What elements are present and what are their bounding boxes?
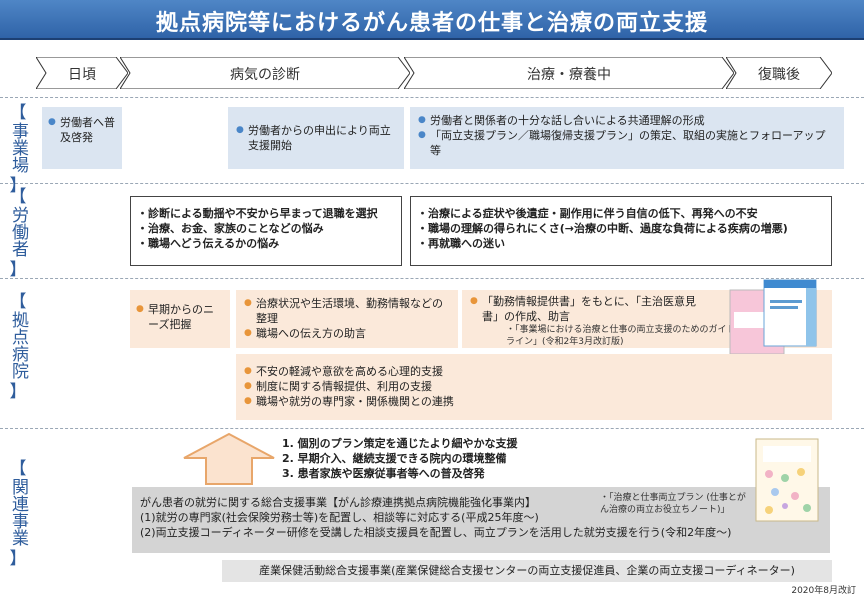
row-label-worker: 【労働者】 xyxy=(8,187,28,280)
worker-concern-item: ・診断による動揺や不安から早まって退職を選択 xyxy=(137,207,378,220)
hospital-support-item: 職場や就労の専門家・関係機関との連携 xyxy=(244,394,824,409)
hospital-organize-item: 職場への伝え方の助言 xyxy=(244,326,450,341)
up-arrow-icon xyxy=(183,432,275,485)
phase-diagnosis: 病気の診断 xyxy=(120,57,410,89)
row-label-employer: 【事業場】 xyxy=(8,103,28,196)
guideline-note: ・「事業場における治療と仕事の両立支援のためのガイドライン」(令和2年3月改訂版… xyxy=(506,325,736,347)
related-goals-list: 1. 個別のプラン策定を通じたより細やかな支援 2. 早期介入、継続支援できる院… xyxy=(282,436,602,484)
row-label-text: 労働者 xyxy=(8,206,28,257)
employer-plan-item: 「両立支援プラン／職場復帰支援プラン」の策定、取組の実施とフォローアップ等 xyxy=(418,128,836,158)
employer-plan-item: 労働者と関係者の十分な話し合いによる共通理解の形成 xyxy=(418,113,836,128)
phase-arrow-shape xyxy=(120,57,410,89)
title-bar: 拠点病院等におけるがん患者の仕事と治療の両立支援 xyxy=(0,0,864,40)
hospital-organize-item: 治療状況や生活環境、勤務情報などの整理 xyxy=(244,296,450,326)
worker-concern-item: ・再就職への迷い xyxy=(417,237,505,250)
worker-concern-item: ・治療、お金、家族のことなどの悩み xyxy=(137,222,324,235)
row-label-text: 事業場 xyxy=(8,122,28,173)
hospital-documents-text: 「勤務情報提供書」をもとに、「主治医意見書」の作成、助言 xyxy=(470,294,700,324)
phase-label: 治療・療養中 xyxy=(527,67,611,83)
hospital-organize-box: 治療状況や生活環境、勤務情報などの整理 職場への伝え方の助言 xyxy=(236,290,458,348)
employer-request-box: 労働者からの申出により両立支援開始 xyxy=(228,107,404,169)
row-divider xyxy=(0,97,864,98)
related-program-line: (1)就労の専門家(社会保険労務士等)を配置し、相談等に対応する(平成25年度～… xyxy=(140,511,539,524)
worker-diagnosis-box: ・診断による動揺や不安から早まって退職を選択 ・治療、お金、家族のことなどの悩み… xyxy=(130,196,402,266)
row-divider xyxy=(0,428,864,429)
guideline-booklet-image xyxy=(729,279,817,355)
employer-request-text: 労働者からの申出により両立支援開始 xyxy=(236,123,396,153)
related-goal-item: 1. 個別のプラン策定を通じたより細やかな支援 xyxy=(282,437,518,450)
employer-awareness-text: 労働者へ普及啓発 xyxy=(48,115,116,145)
worker-concern-item: ・職場の理解の得られにくさ(→治療の中断、過度な負荷による疾病の増悪) xyxy=(417,222,788,235)
row-divider xyxy=(0,183,864,184)
phase-label: 復職後 xyxy=(758,67,800,83)
phase-arrow-shape xyxy=(36,57,128,89)
related-program-line: (2)両立支援コーディネーター研修を受講した相談支援員を配置し、両立プランを活用… xyxy=(140,526,732,539)
worker-treatment-box: ・治療による症状や後遺症・副作用に伴う自信の低下、再発への不安 ・職場の理解の得… xyxy=(410,196,832,266)
phase-label: 日頃 xyxy=(68,67,96,83)
row-label-text: 拠点病院 xyxy=(8,311,28,379)
related-goal-item: 2. 早期介入、継続支援できる院内の環境整備 xyxy=(282,452,507,465)
phase-treatment: 治療・療養中 xyxy=(404,57,734,89)
hospital-support-item: 制度に関する情報提供、利用の支援 xyxy=(244,379,824,394)
related-goal-item: 3. 患者家族や医療従事者等への普及啓発 xyxy=(282,467,485,480)
hospital-support-box: 不安の軽減や意欲を高める心理的支援 制度に関する情報提供、利用の支援 職場や就労… xyxy=(236,354,832,420)
related-industrial-text: 産業保健活動総合支援事業(産業保健総合支援センターの両立支援促進員、企業の両立支… xyxy=(259,564,795,577)
phase-arrow-shape xyxy=(404,57,734,89)
related-main-program-box: がん患者の就労に関する総合支援事業【がん診療連携拠点病院機能強化事業内】 (1)… xyxy=(132,487,830,553)
phase-daily: 日頃 xyxy=(36,57,128,89)
phase-label: 病気の診断 xyxy=(230,67,300,83)
row-label-hospital: 【拠点病院】 xyxy=(8,292,28,402)
row-divider xyxy=(0,278,864,279)
phase-return: 復職後 xyxy=(726,57,832,89)
worker-concern-item: ・職場へどう伝えるかの悩み xyxy=(137,237,280,250)
worker-concern-item: ・治療による症状や後遺症・副作用に伴う自信の低下、再発への不安 xyxy=(417,207,758,220)
related-industrial-box: 産業保健活動総合支援事業(産業保健総合支援センターの両立支援促進員、企業の両立支… xyxy=(222,560,832,582)
employer-awareness-box: 労働者へ普及啓発 xyxy=(42,107,122,169)
page-title: 拠点病院等におけるがん患者の仕事と治療の両立支援 xyxy=(155,11,708,36)
notebook-note: ・「治療と仕事両立プラン (仕事とがん治療の両立お役立ちノート)」 xyxy=(600,493,746,515)
phase-arrow-shape xyxy=(726,57,832,89)
row-label-text: 関連事業 xyxy=(8,478,28,546)
hospital-needs-box: 早期からのニーズ把握 xyxy=(130,290,230,348)
hospital-support-item: 不安の軽減や意欲を高める心理的支援 xyxy=(244,364,824,379)
related-program-line: がん患者の就労に関する総合支援事業【がん診療連携拠点病院機能強化事業内】 xyxy=(140,496,536,509)
row-label-related: 【関連事業】 xyxy=(8,459,28,569)
notebook-booklet-image xyxy=(755,438,819,522)
revision-date: 2020年8月改訂 xyxy=(791,586,856,596)
employer-plan-box: 労働者と関係者の十分な話し合いによる共通理解の形成 「両立支援プラン／職場復帰支… xyxy=(410,107,844,169)
hospital-needs-text: 早期からのニーズ把握 xyxy=(136,302,224,332)
